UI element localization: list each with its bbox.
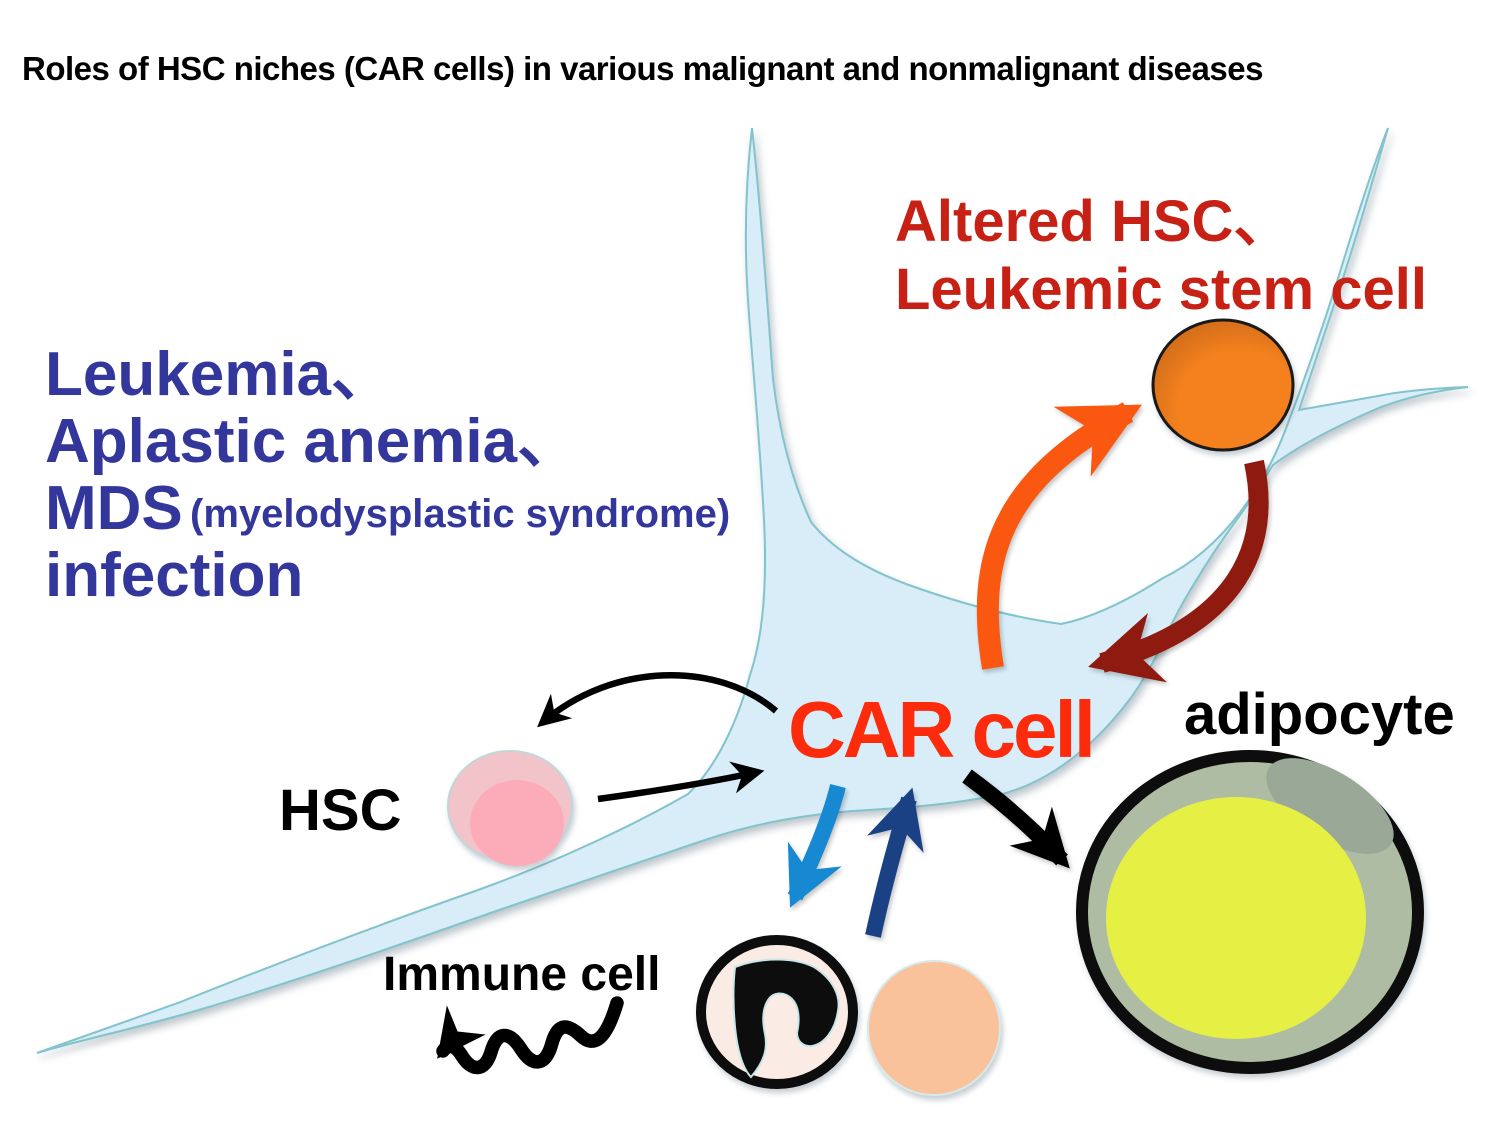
altered-hsc-line2: Leukemic stem cell <box>895 257 1427 322</box>
disease-mds: MDS <box>45 474 183 543</box>
arrow-car-to-hsc <box>537 671 779 728</box>
arrow-hsc-to-car <box>597 761 765 803</box>
arrow-immune-squiggle <box>436 996 624 1075</box>
altered-hsc-line1: Altered HSC、 <box>895 189 1291 254</box>
leukemic-stem-cell <box>1151 318 1295 452</box>
immune-cell-label: Immune cell <box>383 948 660 1001</box>
arrow-car-to-leukemic <box>976 402 1142 670</box>
immune-cell <box>696 935 858 1089</box>
car-cell-label: CAR cell <box>788 685 1093 774</box>
adipocyte-lipid-droplet <box>1106 797 1366 1039</box>
disease-aplastic-anemia: Aplastic anemia、 <box>45 407 579 476</box>
adipocyte-label: adipocyte <box>1184 682 1455 747</box>
arrow-immune-to-car <box>865 787 924 938</box>
arrow-car-to-adipocyte <box>962 769 1070 869</box>
arrows <box>436 402 1269 1075</box>
adipocyte-cytoplasm-patch <box>1266 758 1394 854</box>
disease-leukemia: Leukemia、 <box>45 340 393 409</box>
disease-mds-expansion: (myelodysplastic syndrome) <box>190 492 730 536</box>
leukemic-stem-cell-shading <box>1153 320 1293 450</box>
arrow-leukemic-to-car <box>1088 459 1269 683</box>
adipocyte-cell <box>1076 750 1424 1074</box>
hsc-cell <box>447 750 573 866</box>
hsc-cell-inner <box>470 780 564 866</box>
page-title: Roles of HSC niches (CAR cells) in vario… <box>22 50 1263 87</box>
immune-cell-nucleus <box>732 958 840 1079</box>
hsc-label: HSC <box>279 778 401 843</box>
altered-hsc-label: Altered HSC、 Leukemic stem cell <box>895 189 1427 322</box>
progenitor-cell <box>867 960 1001 1096</box>
disease-list-label: Leukemia、 Aplastic anemia、 MDS (myelodys… <box>45 340 730 610</box>
disease-infection: infection <box>45 541 303 610</box>
arrow-car-to-immune <box>787 784 846 908</box>
